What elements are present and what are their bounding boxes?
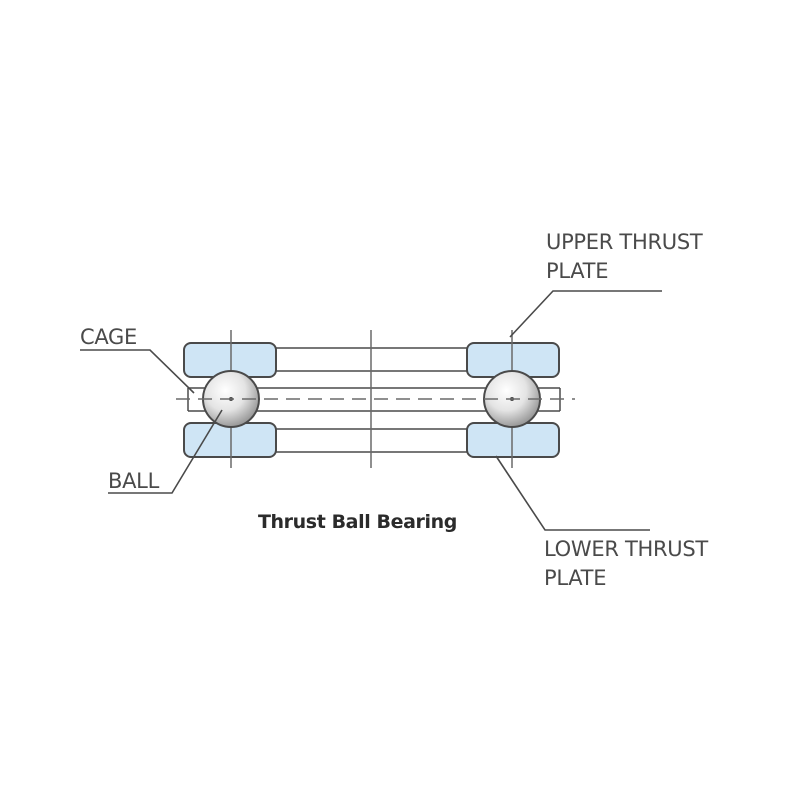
upper-thrust-plate-label-line2: PLATE (546, 259, 608, 283)
cage-label: CAGE (80, 325, 137, 349)
lower-plate-right-section (466, 422, 560, 458)
lower-plate-left-section (183, 422, 277, 458)
upper-thrust-plate-label-line1: UPPER THRUST (546, 230, 703, 254)
cage-leader-line (80, 349, 195, 394)
upper-plate-leader-line (509, 290, 662, 338)
lower-thrust-plate-label-line2: PLATE (544, 566, 606, 590)
lower-thrust-plate-label-line1: LOWER THRUST (544, 537, 708, 561)
ball-leader-line (108, 409, 223, 494)
ball-label: BALL (108, 469, 160, 493)
upper-thrust-plate (183, 342, 560, 378)
diagram-caption: Thrust Ball Bearing (258, 511, 457, 533)
lower-plate-leader-line (495, 455, 650, 531)
